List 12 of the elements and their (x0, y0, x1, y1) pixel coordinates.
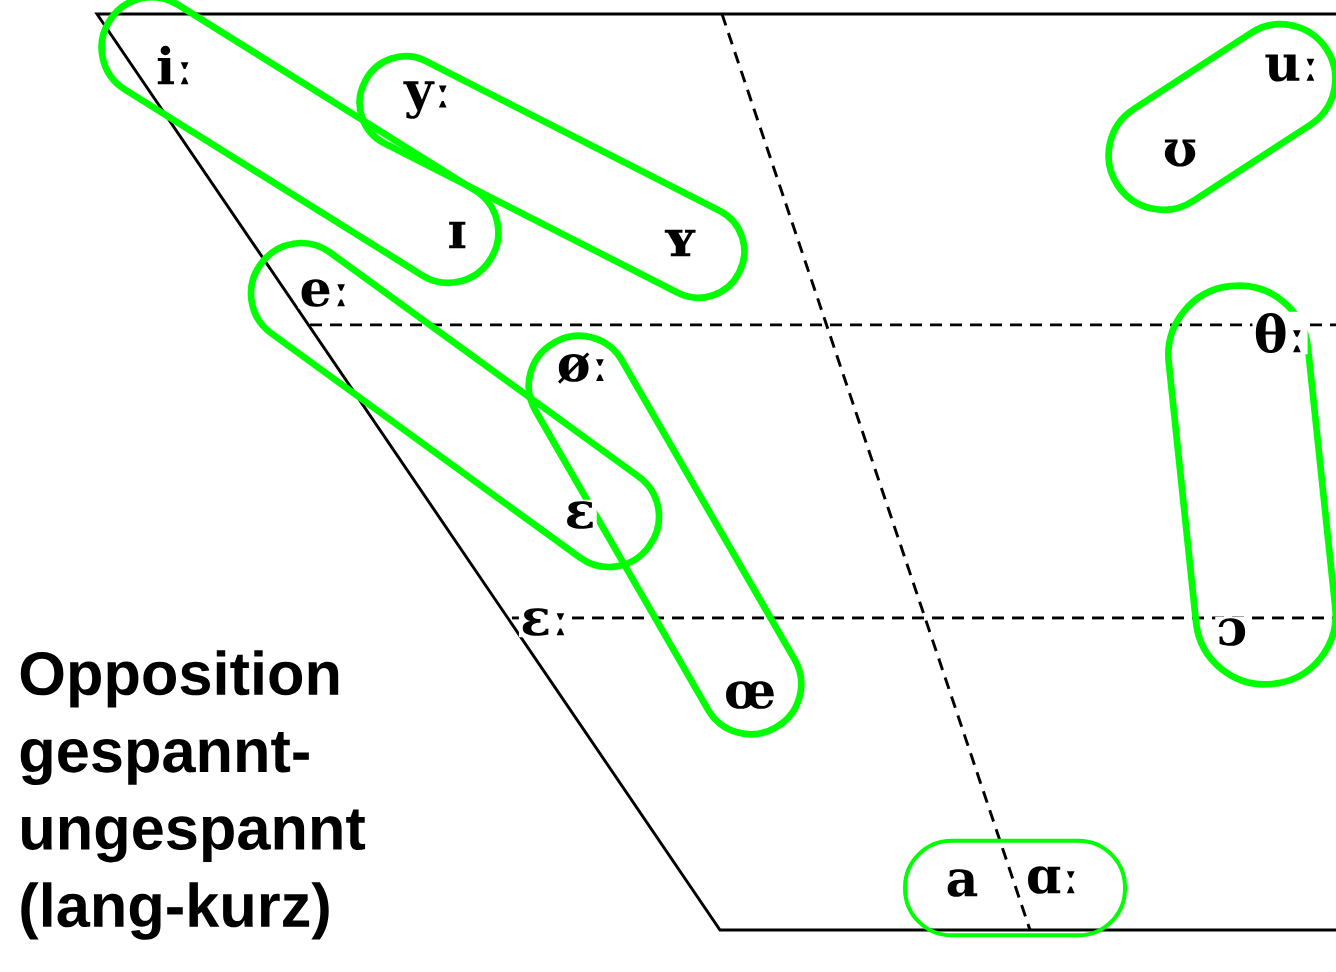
vowel-symbol: œ (722, 679, 778, 711)
vowel-symbol: uː (1262, 53, 1322, 83)
vowel-symbol: øː (555, 351, 611, 385)
caption-text: Opposition gespannt-ungespannt (lang-kurz) (20, 650, 366, 940)
vowel-symbol: a (944, 867, 980, 899)
vowel-symbol: iː (154, 44, 196, 86)
vowel-symbol: yː (402, 79, 454, 121)
vowel-symbol: ɪ (446, 220, 468, 250)
vowel-symbol: ʏ (660, 228, 700, 258)
vowel-symbol: ɑː (1024, 864, 1082, 896)
vowel-loop (903, 838, 1127, 938)
vowel-symbol: ʊ (1161, 138, 1199, 168)
